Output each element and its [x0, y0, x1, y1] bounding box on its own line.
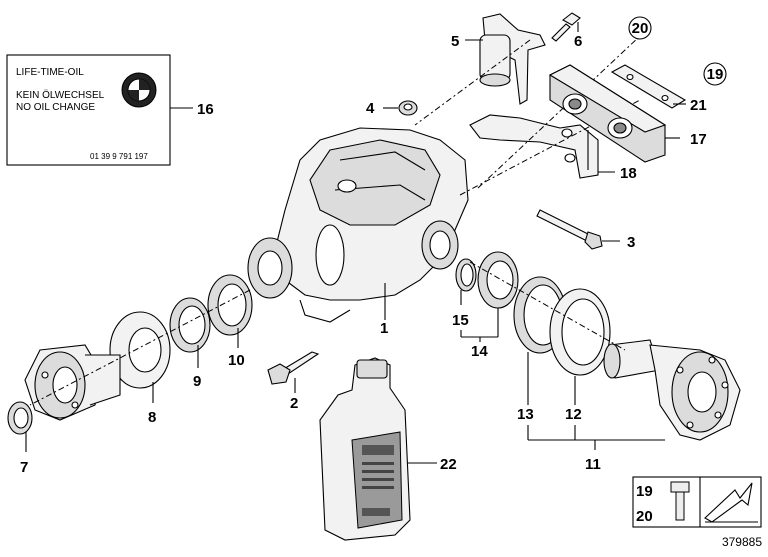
oil-bottle [319, 357, 411, 541]
callout-circle-20: 20 [628, 16, 652, 40]
callout-4: 4 [366, 100, 375, 117]
callout-13: 13 [517, 406, 534, 423]
callout-3: 3 [627, 234, 635, 251]
callout-11: 11 [585, 456, 601, 473]
label-card-line1: LIFE-TIME-OIL [16, 67, 84, 78]
arrow-icon [704, 482, 758, 523]
legend-box: 19 20 [632, 476, 762, 528]
bolt-6 [551, 12, 581, 42]
bolt-3 [536, 209, 603, 250]
svg-text:20: 20 [632, 20, 649, 37]
svg-text:19: 19 [707, 66, 724, 83]
nut-4 [398, 100, 418, 116]
plate-21 [610, 64, 687, 109]
oring-15 [455, 258, 477, 292]
label-card-line3: NO OIL CHANGE [16, 102, 95, 113]
callout-5: 5 [451, 33, 459, 50]
seal-7 [7, 401, 33, 435]
legend-20: 20 [636, 508, 653, 525]
ring-12 [549, 288, 611, 376]
upper-mount [479, 13, 546, 105]
label-card-line2: KEIN ÖLWECHSEL [16, 89, 105, 101]
callout-2: 2 [290, 395, 298, 412]
oil-label-card: LIFE-TIME-OIL KEIN ÖLWECHSEL NO OIL CHAN… [6, 54, 171, 166]
callout-circle-19: 19 [703, 62, 727, 86]
bmw-logo-icon [121, 72, 157, 108]
seal-10 [207, 274, 253, 336]
callout-7: 7 [20, 459, 28, 476]
bolt-2 [267, 351, 320, 385]
rear-bracket [469, 114, 599, 179]
legend-19: 19 [636, 483, 653, 500]
callout-16: 16 [197, 101, 214, 118]
callout-18: 18 [620, 165, 637, 182]
callout-17: 17 [690, 131, 707, 148]
callout-8: 8 [148, 409, 156, 426]
callout-9: 9 [193, 373, 201, 390]
ring-9 [169, 297, 211, 353]
callout-6: 6 [574, 33, 582, 50]
shield-8 [109, 311, 171, 389]
callout-10: 10 [228, 352, 245, 369]
callout-14: 14 [471, 343, 488, 360]
mount-block [548, 64, 667, 163]
callout-1: 1 [380, 320, 388, 337]
flange-left [24, 344, 121, 421]
callout-12: 12 [565, 406, 582, 423]
seal-14 [477, 251, 519, 309]
output-shaft [603, 339, 741, 441]
label-card-part-number: 01 39 9 791 197 [90, 152, 148, 161]
differential-housing [247, 127, 469, 323]
callout-15: 15 [452, 312, 469, 329]
callout-21: 21 [690, 97, 707, 114]
callout-labels: 1 2 3 4 5 6 7 8 9 10 11 12 13 14 15 16 1… [20, 33, 707, 476]
bolt-icon [670, 481, 690, 521]
callout-22: 22 [440, 456, 457, 473]
diagram-id: 379885 [722, 535, 762, 549]
